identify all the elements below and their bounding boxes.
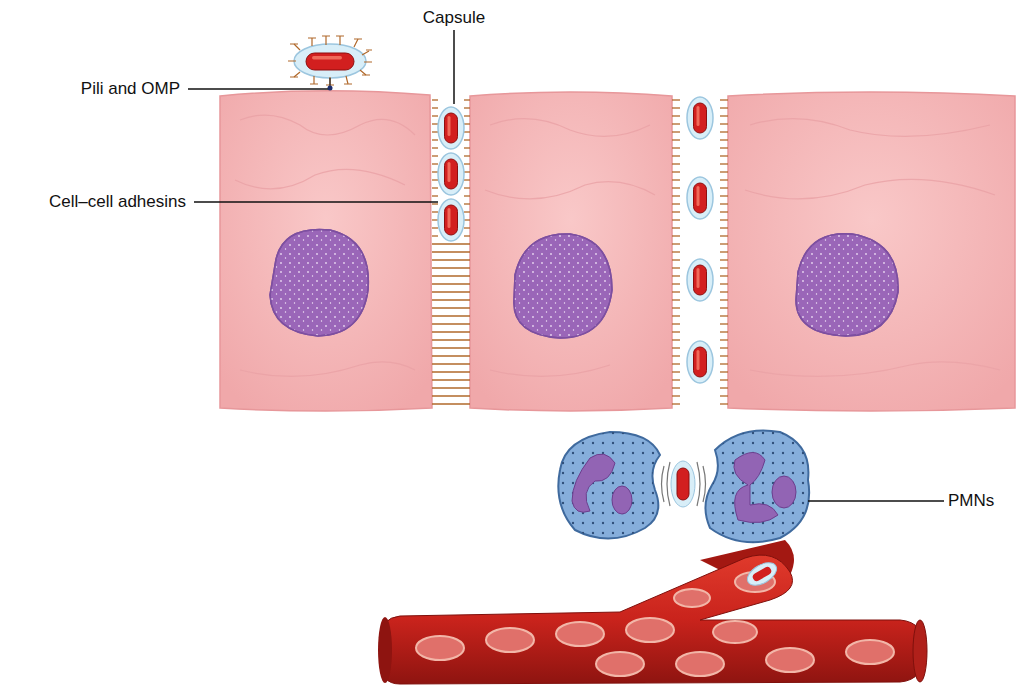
piliated-bacterium	[288, 36, 372, 91]
callout-label: Cell–cell adhesins	[49, 192, 186, 212]
callout-label: Capsule	[423, 8, 485, 28]
pmns	[558, 430, 809, 542]
leader-lines	[188, 30, 944, 501]
callout-label: Pili and OMP	[81, 79, 180, 99]
nuclei	[270, 229, 898, 338]
cell-cell-adhesins	[432, 100, 728, 404]
epithelial-cells	[220, 91, 1015, 411]
callout-label: PMNs	[948, 491, 994, 511]
blood-vessel	[378, 540, 927, 684]
encapsulated-bacteria	[438, 97, 713, 383]
